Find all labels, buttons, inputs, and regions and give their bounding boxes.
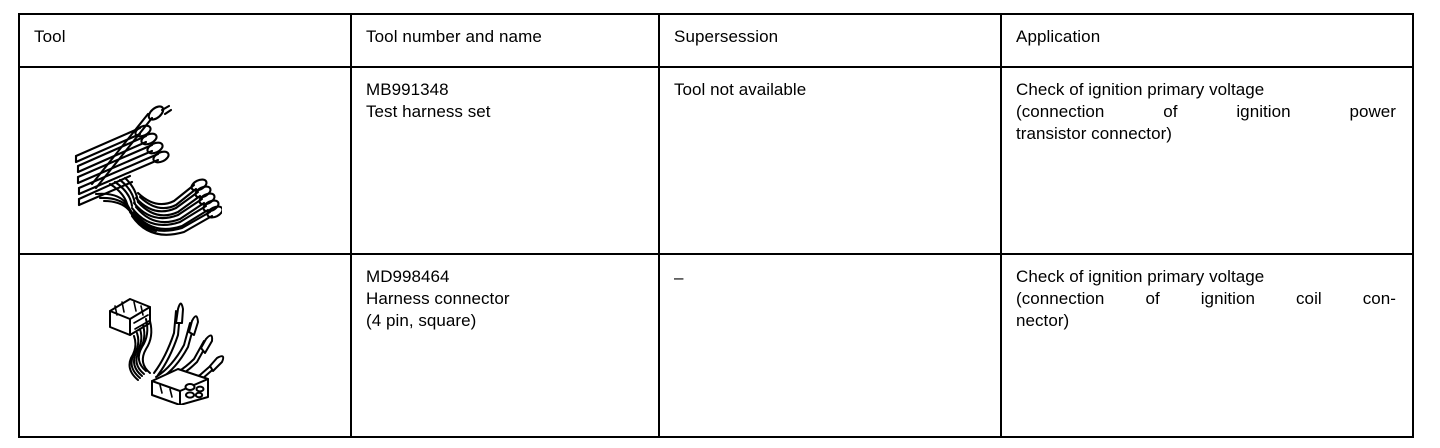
tool-name: Harness connector bbox=[366, 289, 510, 308]
application-line: transistor connector) bbox=[1016, 124, 1173, 143]
tool-number: MB991348 bbox=[366, 80, 449, 99]
tool-name-extra: (4 pin, square) bbox=[366, 311, 477, 330]
application-text: Check of ignition primary voltage (conne… bbox=[1002, 255, 1412, 332]
table-row: MD998464 Harness connector (4 pin, squar… bbox=[18, 253, 1414, 438]
supersession-cell: – bbox=[658, 253, 1002, 438]
application-text: Check of ignition primary voltage (conne… bbox=[1002, 68, 1412, 145]
application-line: Check of ignition primary voltage bbox=[1016, 80, 1265, 99]
application-cell: Check of ignition primary voltage (conne… bbox=[1000, 253, 1414, 438]
application-cell: Check of ignition primary voltage (conne… bbox=[1000, 66, 1414, 255]
tool-number-and-name-cell: MB991348 Test harness set bbox=[350, 66, 660, 255]
application-line: nector) bbox=[1016, 311, 1070, 330]
special-tools-table: Tool Tool number and name Supersession A… bbox=[18, 13, 1414, 438]
supersession-text: Tool not available bbox=[674, 80, 807, 99]
column-header-tool: Tool bbox=[18, 13, 352, 68]
application-line: Check of ignition primary voltage bbox=[1016, 267, 1265, 286]
column-header-tool-number-and-name-label: Tool number and name bbox=[366, 27, 542, 46]
tool-number-and-name-text: MD998464 Harness connector (4 pin, squar… bbox=[352, 255, 658, 332]
column-header-application: Application bbox=[1000, 13, 1414, 68]
tool-number-and-name-text: MB991348 Test harness set bbox=[352, 68, 658, 123]
column-header-tool-number-and-name: Tool number and name bbox=[350, 13, 660, 68]
table-header-row: Tool Tool number and name Supersession A… bbox=[18, 13, 1414, 68]
column-header-tool-label: Tool bbox=[34, 27, 66, 46]
application-line: (connection of ignition coil con- bbox=[1016, 289, 1396, 308]
tool-illustration-cell bbox=[18, 253, 352, 438]
application-line: (connection of ignition power bbox=[1016, 102, 1396, 121]
column-header-supersession-label: Supersession bbox=[674, 27, 779, 46]
column-header-supersession: Supersession bbox=[658, 13, 1002, 68]
tool-number-and-name-cell: MD998464 Harness connector (4 pin, squar… bbox=[350, 253, 660, 438]
tool-number: MD998464 bbox=[366, 267, 450, 286]
supersession-text: – bbox=[674, 268, 684, 287]
supersession-cell: Tool not available bbox=[658, 66, 1002, 255]
column-header-application-label: Application bbox=[1016, 27, 1101, 46]
table-row: MB991348 Test harness set Tool not avail… bbox=[18, 66, 1414, 255]
tool-illustration-cell bbox=[18, 66, 352, 255]
harness-connector-illustration bbox=[104, 289, 240, 405]
tool-name: Test harness set bbox=[366, 102, 491, 121]
test-harness-set-illustration bbox=[70, 88, 222, 240]
